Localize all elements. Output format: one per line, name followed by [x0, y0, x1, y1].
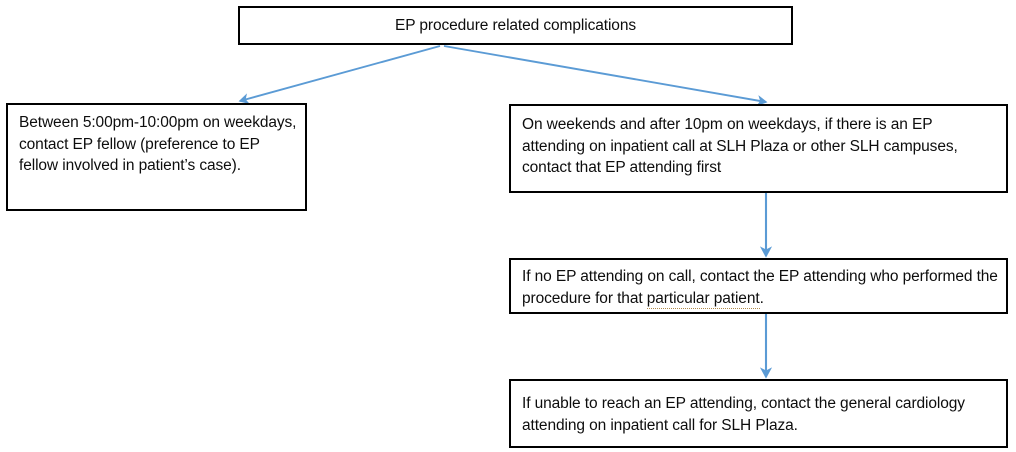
- node-ep-performed-procedure: If no EP attending on call, contact the …: [509, 258, 1008, 314]
- node-ep-performed-text-suffix: .: [759, 289, 764, 307]
- node-root-label: EP procedure related complications: [394, 16, 636, 34]
- node-general-cardiology-label: If unable to reach an EP attending, cont…: [522, 395, 965, 434]
- node-ep-fellow: Between 5:00pm-10:00pm on weekdays, cont…: [6, 103, 307, 211]
- node-ep-performed-text-prefix: If no EP attending on call, contact the …: [522, 268, 998, 307]
- connector-root-to-ep-attending-oncall: [443, 45, 768, 106]
- node-root: EP procedure related complications: [238, 6, 793, 45]
- node-ep-attending-on-call-label: On weekends and after 10pm on weekdays, …: [522, 116, 958, 176]
- grammar-flagged-text: particular patient: [646, 289, 760, 309]
- node-general-cardiology: If unable to reach an EP attending, cont…: [509, 379, 1008, 448]
- node-ep-performed-procedure-label: If no EP attending on call, contact the …: [511, 260, 1006, 309]
- connector-root-to-ep-fellow: [238, 45, 441, 104]
- node-ep-attending-on-call: On weekends and after 10pm on weekdays, …: [509, 104, 1008, 193]
- node-ep-fellow-label: Between 5:00pm-10:00pm on weekdays, cont…: [19, 114, 297, 174]
